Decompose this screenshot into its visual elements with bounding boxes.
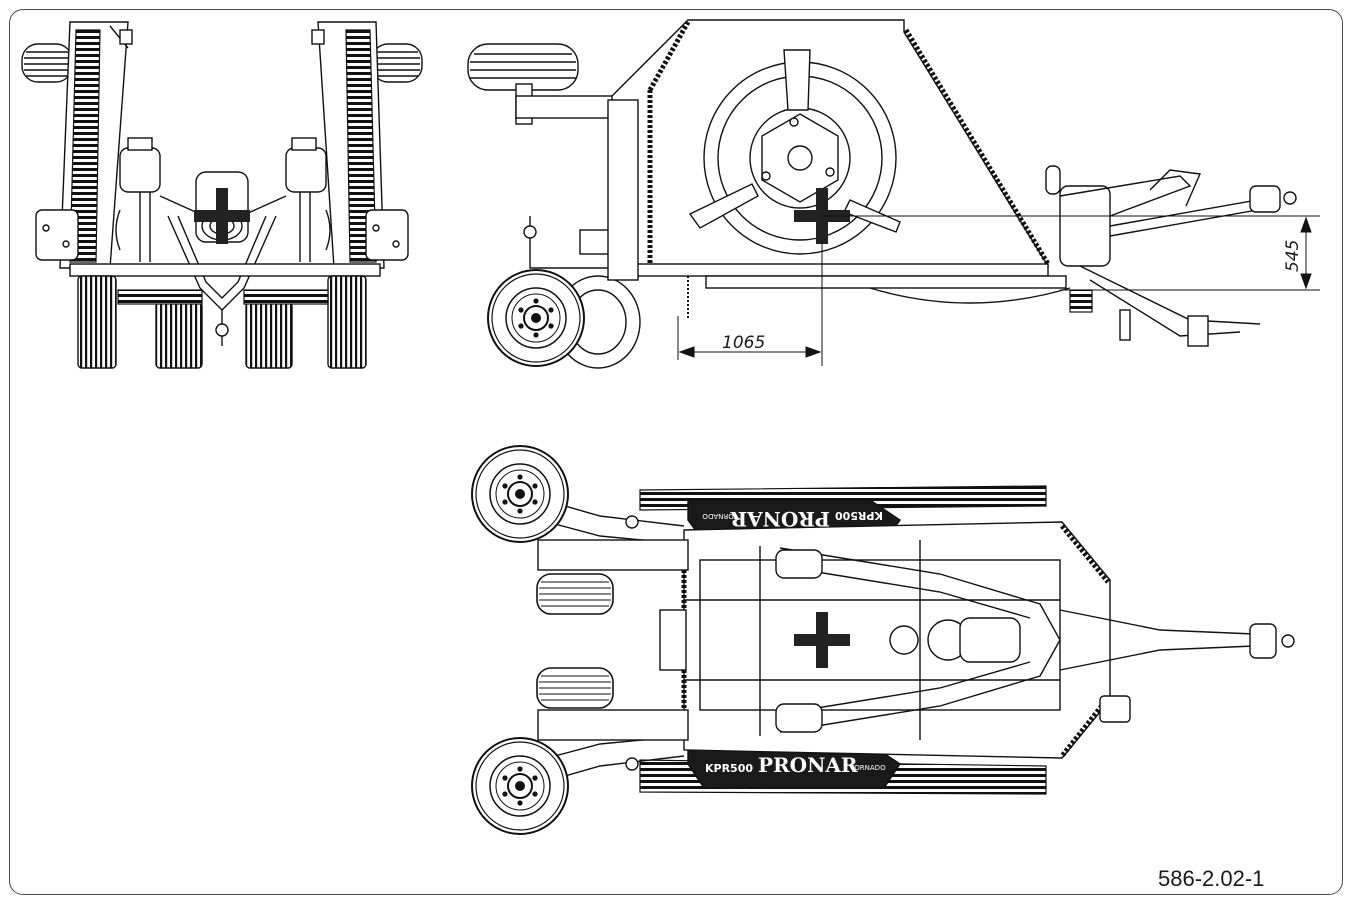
top-view bbox=[529, 485, 1295, 795]
brand-label-mirrored: PRONAR bbox=[730, 507, 830, 531]
brand-label: PRONAR bbox=[758, 753, 858, 777]
figure-id: 586-2.02-1 bbox=[1158, 866, 1265, 891]
dimension-vertical: 545 bbox=[1283, 240, 1303, 272]
top-wheel-lower bbox=[471, 737, 569, 835]
model-label: KPR500 bbox=[705, 762, 753, 775]
side-wheel bbox=[487, 269, 585, 367]
side-view bbox=[467, 19, 1297, 369]
dimension-horizontal: 1065 bbox=[722, 333, 765, 353]
model-label-mirrored: KPR500 bbox=[835, 509, 883, 522]
top-roller-upper bbox=[536, 573, 614, 615]
front-view bbox=[21, 21, 423, 369]
dimension-lines-side bbox=[677, 215, 1320, 366]
top-roller-lower bbox=[536, 667, 614, 709]
top-wheel-upper bbox=[471, 445, 569, 543]
drawing-frame bbox=[9, 9, 1343, 895]
brand-plate-lower: KPR500 PRONAR TORNADO bbox=[705, 753, 886, 777]
variant-label: TORNADO bbox=[849, 764, 886, 772]
variant-label-mirrored: TORNADO bbox=[702, 512, 739, 520]
brand-plate-upper: KPR500 PRONAR TORNADO bbox=[702, 507, 883, 531]
